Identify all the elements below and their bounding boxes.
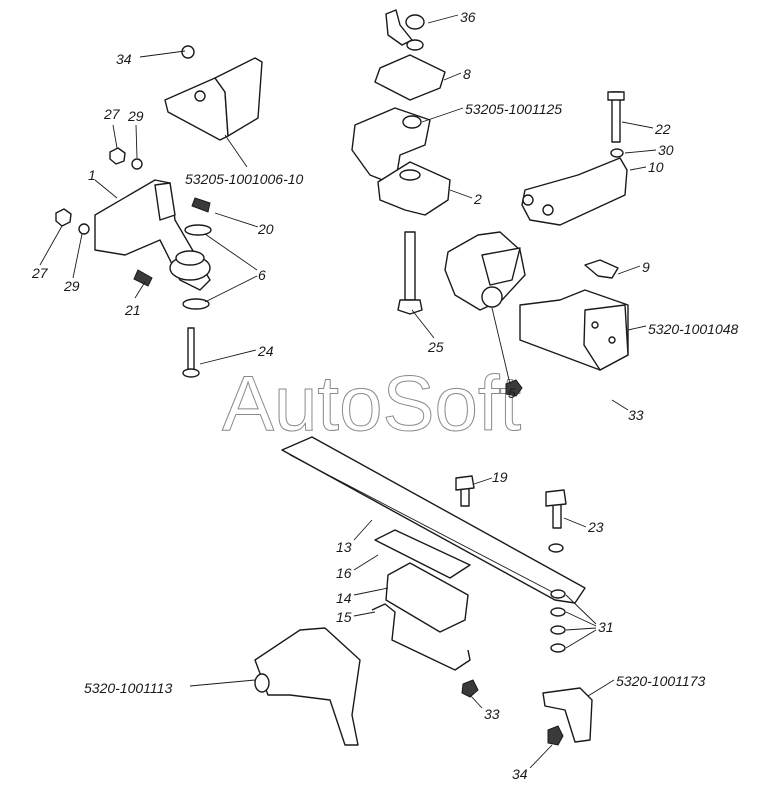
label-24: 24 (257, 343, 274, 359)
leader-lines (39, 14, 657, 769)
label-5320-1001173: 5320-1001173 (616, 673, 705, 689)
label-5320-1001113: 5320-1001113 (84, 680, 172, 696)
callout-labels: 36 8 53205-1001125 34 27 29 53205-100100… (31, 9, 739, 782)
part-stack-center (351, 9, 451, 315)
label-5320-1001048: 5320-1001048 (648, 321, 739, 337)
label-19: 19 (492, 469, 508, 485)
part-cap-10 (521, 91, 628, 226)
label-33-right: 33 (628, 407, 644, 423)
label-2: 2 (473, 191, 482, 207)
part-bolt-24 (182, 327, 200, 378)
label-31: 31 (598, 619, 614, 635)
label-5: 5 (508, 385, 516, 401)
part-bracket-1 (94, 179, 212, 310)
label-16: 16 (336, 565, 352, 581)
label-53205-1001006-10: 53205-1001006-10 (185, 171, 304, 187)
part-bracket-5320-1001173 (542, 687, 593, 746)
label-13: 13 (336, 539, 352, 555)
part-pads-14-15-16 (371, 529, 479, 698)
label-9: 9 (642, 259, 650, 275)
label-14: 14 (336, 590, 352, 606)
label-23: 23 (587, 519, 604, 535)
label-15: 15 (336, 609, 352, 625)
part-clamp-5 (444, 231, 526, 311)
label-29-left: 29 (63, 278, 80, 294)
label-6: 6 (258, 267, 266, 283)
part-bracket-5320-1001113 (254, 627, 361, 746)
label-21: 21 (124, 302, 141, 318)
label-1: 1 (88, 167, 96, 183)
part-bolts-19-23 (455, 475, 567, 653)
label-10: 10 (648, 159, 664, 175)
label-36: 36 (460, 9, 476, 25)
watermark: AutoSoft (222, 359, 522, 447)
label-33-bottom: 33 (484, 706, 500, 722)
label-22: 22 (654, 121, 671, 137)
label-27-top: 27 (103, 106, 121, 122)
label-29-top: 29 (127, 108, 144, 124)
label-25: 25 (427, 339, 444, 355)
part-bracket-53205-1001006-10 (164, 45, 263, 141)
part-nuts-washers-left (55, 147, 143, 235)
label-27-left: 27 (31, 265, 49, 281)
label-34-bottom: 34 (512, 766, 528, 782)
part-bracket-5320-1001048 (505, 259, 629, 397)
label-53205-1001125: 53205-1001125 (465, 101, 562, 117)
label-20: 20 (257, 221, 274, 237)
label-8: 8 (463, 66, 471, 82)
label-34-top: 34 (116, 51, 132, 67)
label-30: 30 (658, 142, 674, 158)
part-bar-13 (281, 436, 586, 604)
